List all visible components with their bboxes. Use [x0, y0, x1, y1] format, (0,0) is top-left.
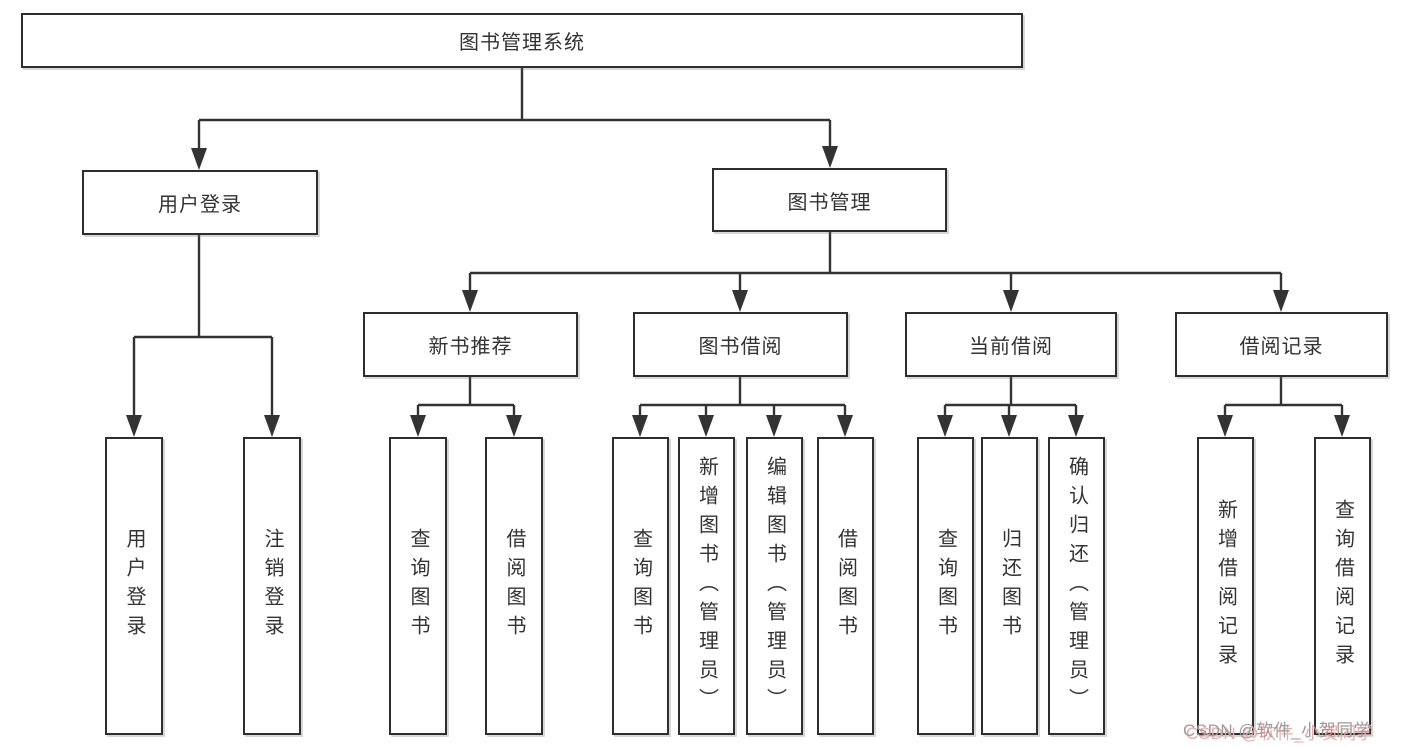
arrowhead-leaf-user-login — [126, 415, 142, 437]
leaf-query-books-2: 查询图书 — [612, 437, 669, 735]
arrowhead-leaf-edit-book — [766, 415, 782, 437]
leaf-label: 用户登录 — [123, 528, 145, 644]
node-library-management-system: 图书管理系统 — [21, 13, 1023, 68]
leaf-confirm-return-admin: 确认归还（管理员） — [1048, 437, 1105, 735]
leaf-logout: 注销登录 — [243, 437, 301, 735]
leaf-label: 新增借阅记录 — [1214, 499, 1237, 673]
arrowhead-borrow-records — [1273, 290, 1289, 312]
leaf-query-books-3: 查询图书 — [917, 437, 974, 735]
connector-user-login-branch — [132, 235, 274, 417]
arrowhead-leaf-query-books-1 — [410, 415, 426, 437]
leaf-add-book-admin: 新增图书（管理员） — [678, 437, 735, 735]
connector-book-borrow-branch — [638, 377, 847, 417]
arrowhead-leaf-query-borrow-record — [1334, 415, 1350, 437]
leaf-user-login: 用户登录 — [105, 437, 163, 735]
leaf-borrow-books-2: 借阅图书 — [817, 437, 874, 735]
leaf-label: 归还图书 — [998, 528, 1021, 644]
node-borrow-records: 借阅记录 — [1175, 312, 1388, 377]
leaf-label: 新增图书（管理员） — [695, 455, 718, 717]
arrowhead-leaf-add-book — [698, 415, 714, 437]
node-book-management: 图书管理 — [712, 168, 947, 232]
arrowhead-book-borrow — [732, 290, 748, 312]
leaf-label: 确认归还（管理员） — [1065, 455, 1088, 717]
arrowhead-leaf-borrow-books-1 — [506, 415, 522, 437]
leaf-add-borrow-record: 新增借阅记录 — [1197, 437, 1254, 735]
arrowhead-leaf-confirm-return — [1068, 415, 1084, 437]
arrowhead-book-management — [822, 146, 838, 168]
leaf-label: 编辑图书（管理员） — [763, 455, 786, 717]
arrowhead-leaf-add-borrow-record — [1217, 415, 1233, 437]
connector-book-management-branch — [468, 232, 1283, 292]
connector-current-borrow-branch — [943, 377, 1078, 417]
arrowhead-leaf-logout — [264, 415, 280, 437]
node-book-borrow: 图书借阅 — [633, 312, 848, 377]
leaf-label: 注销登录 — [261, 528, 283, 644]
arrowhead-leaf-query-books-3 — [937, 415, 953, 437]
node-current-borrow: 当前借阅 — [905, 312, 1117, 377]
arrowhead-new-book-recommend — [462, 290, 478, 312]
leaf-label: 借阅图书 — [834, 528, 857, 644]
leaf-label: 借阅图书 — [503, 528, 525, 644]
leaf-return-book: 归还图书 — [981, 437, 1038, 735]
arrowhead-leaf-query-books-2 — [632, 415, 648, 437]
node-user-login: 用户登录 — [82, 170, 318, 235]
arrowhead-leaf-return-book — [1001, 415, 1017, 437]
node-new-book-recommend: 新书推荐 — [363, 312, 578, 377]
leaf-label: 查询图书 — [629, 528, 652, 644]
arrowhead-user-login — [191, 148, 207, 170]
leaf-label: 查询图书 — [407, 528, 429, 644]
arrowhead-leaf-borrow-books-2 — [837, 415, 853, 437]
leaf-edit-book-admin: 编辑图书（管理员） — [746, 437, 803, 735]
leaf-label: 查询借阅记录 — [1331, 499, 1354, 673]
leaf-query-books-1: 查询图书 — [389, 437, 447, 735]
arrowhead-current-borrow — [1003, 290, 1019, 312]
leaf-borrow-books-1: 借阅图书 — [485, 437, 543, 735]
leaf-label: 查询图书 — [934, 528, 957, 644]
connector-new-book-branch — [416, 377, 516, 417]
csdn-watermark: CSDN @软件_小贺同学 — [1183, 721, 1372, 740]
leaf-query-borrow-record: 查询借阅记录 — [1314, 437, 1371, 735]
connector-borrow-records-branch — [1223, 377, 1344, 417]
connector-root-to-level2 — [197, 68, 832, 150]
